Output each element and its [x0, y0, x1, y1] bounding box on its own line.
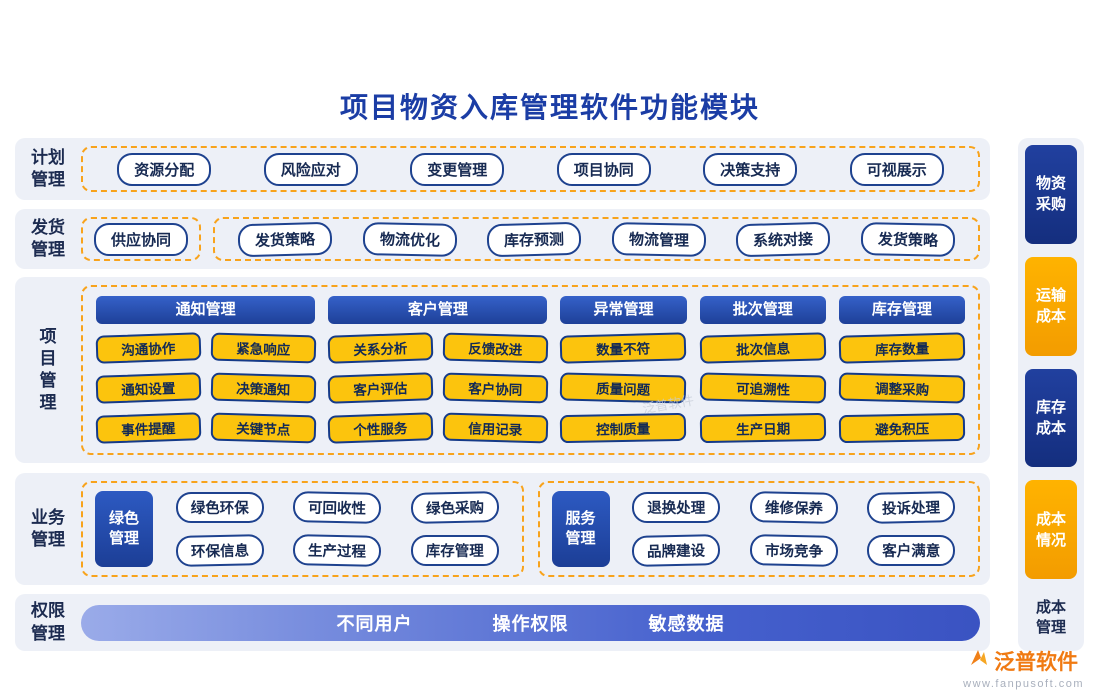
module-button[interactable]: 库存数量: [838, 332, 966, 364]
feature-pill[interactable]: 风险应对: [263, 152, 358, 186]
sidebar-item-cost-management: 成本管理: [1035, 598, 1066, 636]
feature-pill[interactable]: 客户满意: [867, 535, 956, 566]
column-header[interactable]: 库存管理: [838, 296, 965, 324]
module-button[interactable]: 沟通协作: [95, 332, 202, 364]
feature-pill[interactable]: 绿色采购: [410, 491, 500, 524]
sidebar-item-transport-cost[interactable]: 运输成本: [1025, 256, 1077, 356]
column-header[interactable]: 客户管理: [328, 296, 548, 324]
permission-item[interactable]: 操作权限: [492, 613, 569, 634]
section-project-label: 项目管理: [39, 326, 57, 413]
module-button[interactable]: 客户评估: [327, 372, 434, 404]
module-button[interactable]: 事件提醒: [95, 412, 202, 444]
feature-pill[interactable]: 变更管理: [410, 152, 505, 186]
fanpu-logo-icon: [969, 648, 989, 674]
group-header[interactable]: 服务管理: [551, 491, 610, 567]
business-group-service: 服务管理 退换处理 维修保养 投诉处理 品牌建设 市场竞争 客户满意: [537, 481, 980, 577]
feature-pill[interactable]: 系统对接: [735, 221, 831, 257]
section-business-label: 业务管理: [30, 507, 65, 549]
module-button[interactable]: 生产日期: [699, 412, 827, 444]
feature-pill[interactable]: 退换处理: [632, 492, 721, 523]
project-col-notify: 通知管理 沟通协作 紧急响应 通知设置 决策通知 事件提醒 关键节点: [95, 296, 316, 444]
section-permission: 权限管理 不同用户 操作权限 敏感数据: [15, 594, 990, 651]
module-button[interactable]: 信用记录: [442, 412, 548, 444]
group-items: 退换处理 维修保养 投诉处理 品牌建设 市场竞争 客户满意: [622, 491, 967, 567]
module-button[interactable]: 批次信息: [699, 332, 827, 364]
module-button[interactable]: 个性服务: [327, 412, 434, 444]
module-button[interactable]: 调整采购: [838, 372, 966, 404]
column-items: 数量不符 质量问题 控制质量: [560, 332, 687, 444]
feature-pill[interactable]: 库存管理: [410, 535, 499, 566]
feature-pill[interactable]: 可回收性: [292, 491, 382, 524]
module-button[interactable]: 质量问题: [560, 372, 687, 404]
module-button[interactable]: 数量不符: [560, 332, 687, 364]
project-col-inventory: 库存管理 库存数量 调整采购 避免积压: [838, 296, 966, 444]
module-button[interactable]: 通知设置: [95, 372, 202, 404]
brand-url[interactable]: www.fanpusoft.com: [963, 678, 1084, 690]
feature-pill[interactable]: 项目协同: [556, 152, 651, 186]
feature-pill[interactable]: 市场竞争: [749, 534, 839, 567]
feature-pill[interactable]: 环保信息: [175, 534, 265, 567]
module-button[interactable]: 反馈改进: [442, 332, 548, 364]
page-title: 项目物资入库管理软件功能模块: [339, 92, 760, 123]
module-button[interactable]: 关系分析: [327, 332, 434, 364]
column-items: 批次信息 可追溯性 生产日期: [699, 332, 827, 444]
column-header[interactable]: 批次管理: [699, 296, 826, 324]
business-group-green: 绿色管理 绿色环保 可回收性 绿色采购 环保信息 生产过程 库存管理: [81, 481, 524, 577]
feature-pill[interactable]: 发货策略: [237, 221, 333, 257]
module-button[interactable]: 关键节点: [210, 412, 316, 444]
module-button[interactable]: 决策通知: [210, 372, 316, 404]
section-plan: 计划管理 资源分配 风险应对 变更管理 项目协同 决策支持 可视展示: [15, 138, 990, 200]
right-sidebar: 物资采购 运输成本 库存成本 成本情况 成本管理: [1018, 138, 1084, 651]
sidebar-item-inventory-cost[interactable]: 库存成本: [1025, 368, 1077, 468]
section-permission-label: 权限管理: [30, 601, 65, 643]
feature-pill[interactable]: 资源分配: [117, 152, 212, 186]
section-shipping: 发货管理 供应协同 发货策略 物流优化 库存预测 物流管理 系统对接 发货策略: [15, 209, 990, 269]
section-shipping-label: 发货管理: [30, 217, 65, 259]
feature-pill[interactable]: 绿色环保: [175, 492, 264, 523]
shipping-solo-group: 供应协同: [81, 217, 201, 261]
feature-pill[interactable]: 供应协同: [93, 222, 188, 256]
section-plan-label: 计划管理: [30, 147, 65, 189]
feature-pill[interactable]: 投诉处理: [866, 491, 956, 524]
feature-pill[interactable]: 库存预测: [486, 221, 582, 257]
project-col-exception: 异常管理 数量不符 质量问题 控制质量: [560, 296, 687, 444]
group-items: 绿色环保 可回收性 绿色采购 环保信息 生产过程 库存管理: [165, 491, 510, 567]
column-items: 沟通协作 紧急响应 通知设置 决策通知 事件提醒 关键节点: [95, 332, 316, 444]
brand-row: 泛普软件: [963, 646, 1084, 676]
brand-footer: 泛普软件 www.fanpusoft.com: [963, 646, 1084, 690]
feature-pill[interactable]: 发货策略: [860, 221, 956, 257]
project-col-batch: 批次管理 批次信息 可追溯性 生产日期: [699, 296, 827, 444]
module-button[interactable]: 控制质量: [560, 412, 687, 444]
feature-pill[interactable]: 维修保养: [749, 491, 839, 524]
module-button[interactable]: 紧急响应: [210, 332, 316, 364]
column-header[interactable]: 异常管理: [560, 296, 687, 324]
sidebar-item-cost-status[interactable]: 成本情况: [1025, 480, 1077, 579]
section-business: 业务管理 绿色管理 绿色环保 可回收性 绿色采购 环保信息 生产过程 库存管理 …: [15, 473, 990, 585]
permission-item[interactable]: 敏感数据: [648, 613, 725, 634]
permission-item[interactable]: 不同用户: [336, 613, 413, 634]
project-col-customer: 客户管理 关系分析 反馈改进 客户评估 客户协同 个性服务 信用记录: [327, 296, 548, 444]
module-button[interactable]: 客户协同: [442, 372, 548, 404]
project-group: 通知管理 沟通协作 紧急响应 通知设置 决策通知 事件提醒 关键节点 客户管理 …: [81, 285, 980, 455]
column-items: 库存数量 调整采购 避免积压: [838, 332, 966, 444]
shipping-group: 发货策略 物流优化 库存预测 物流管理 系统对接 发货策略: [213, 217, 980, 261]
feature-pill[interactable]: 生产过程: [292, 534, 382, 567]
brand-name: 泛普软件: [994, 651, 1079, 674]
group-header[interactable]: 绿色管理: [95, 491, 153, 567]
feature-pill[interactable]: 可视展示: [849, 152, 944, 186]
feature-pill[interactable]: 品牌建设: [631, 534, 721, 567]
column-header[interactable]: 通知管理: [96, 296, 316, 324]
permission-bar: 不同用户 操作权限 敏感数据: [81, 604, 980, 641]
column-items: 关系分析 反馈改进 客户评估 客户协同 个性服务 信用记录: [327, 332, 548, 444]
section-project: 项目管理 通知管理 沟通协作 紧急响应 通知设置 决策通知 事件提醒 关键节点 …: [15, 277, 990, 463]
feature-pill[interactable]: 决策支持: [703, 152, 798, 186]
sidebar-item-material-purchase[interactable]: 物资采购: [1025, 145, 1077, 244]
module-button[interactable]: 避免积压: [838, 412, 966, 444]
plan-group: 资源分配 风险应对 变更管理 项目协同 决策支持 可视展示: [81, 146, 980, 192]
feature-pill[interactable]: 物流优化: [362, 221, 458, 257]
module-button[interactable]: 可追溯性: [699, 372, 827, 404]
feature-pill[interactable]: 物流管理: [611, 221, 707, 257]
